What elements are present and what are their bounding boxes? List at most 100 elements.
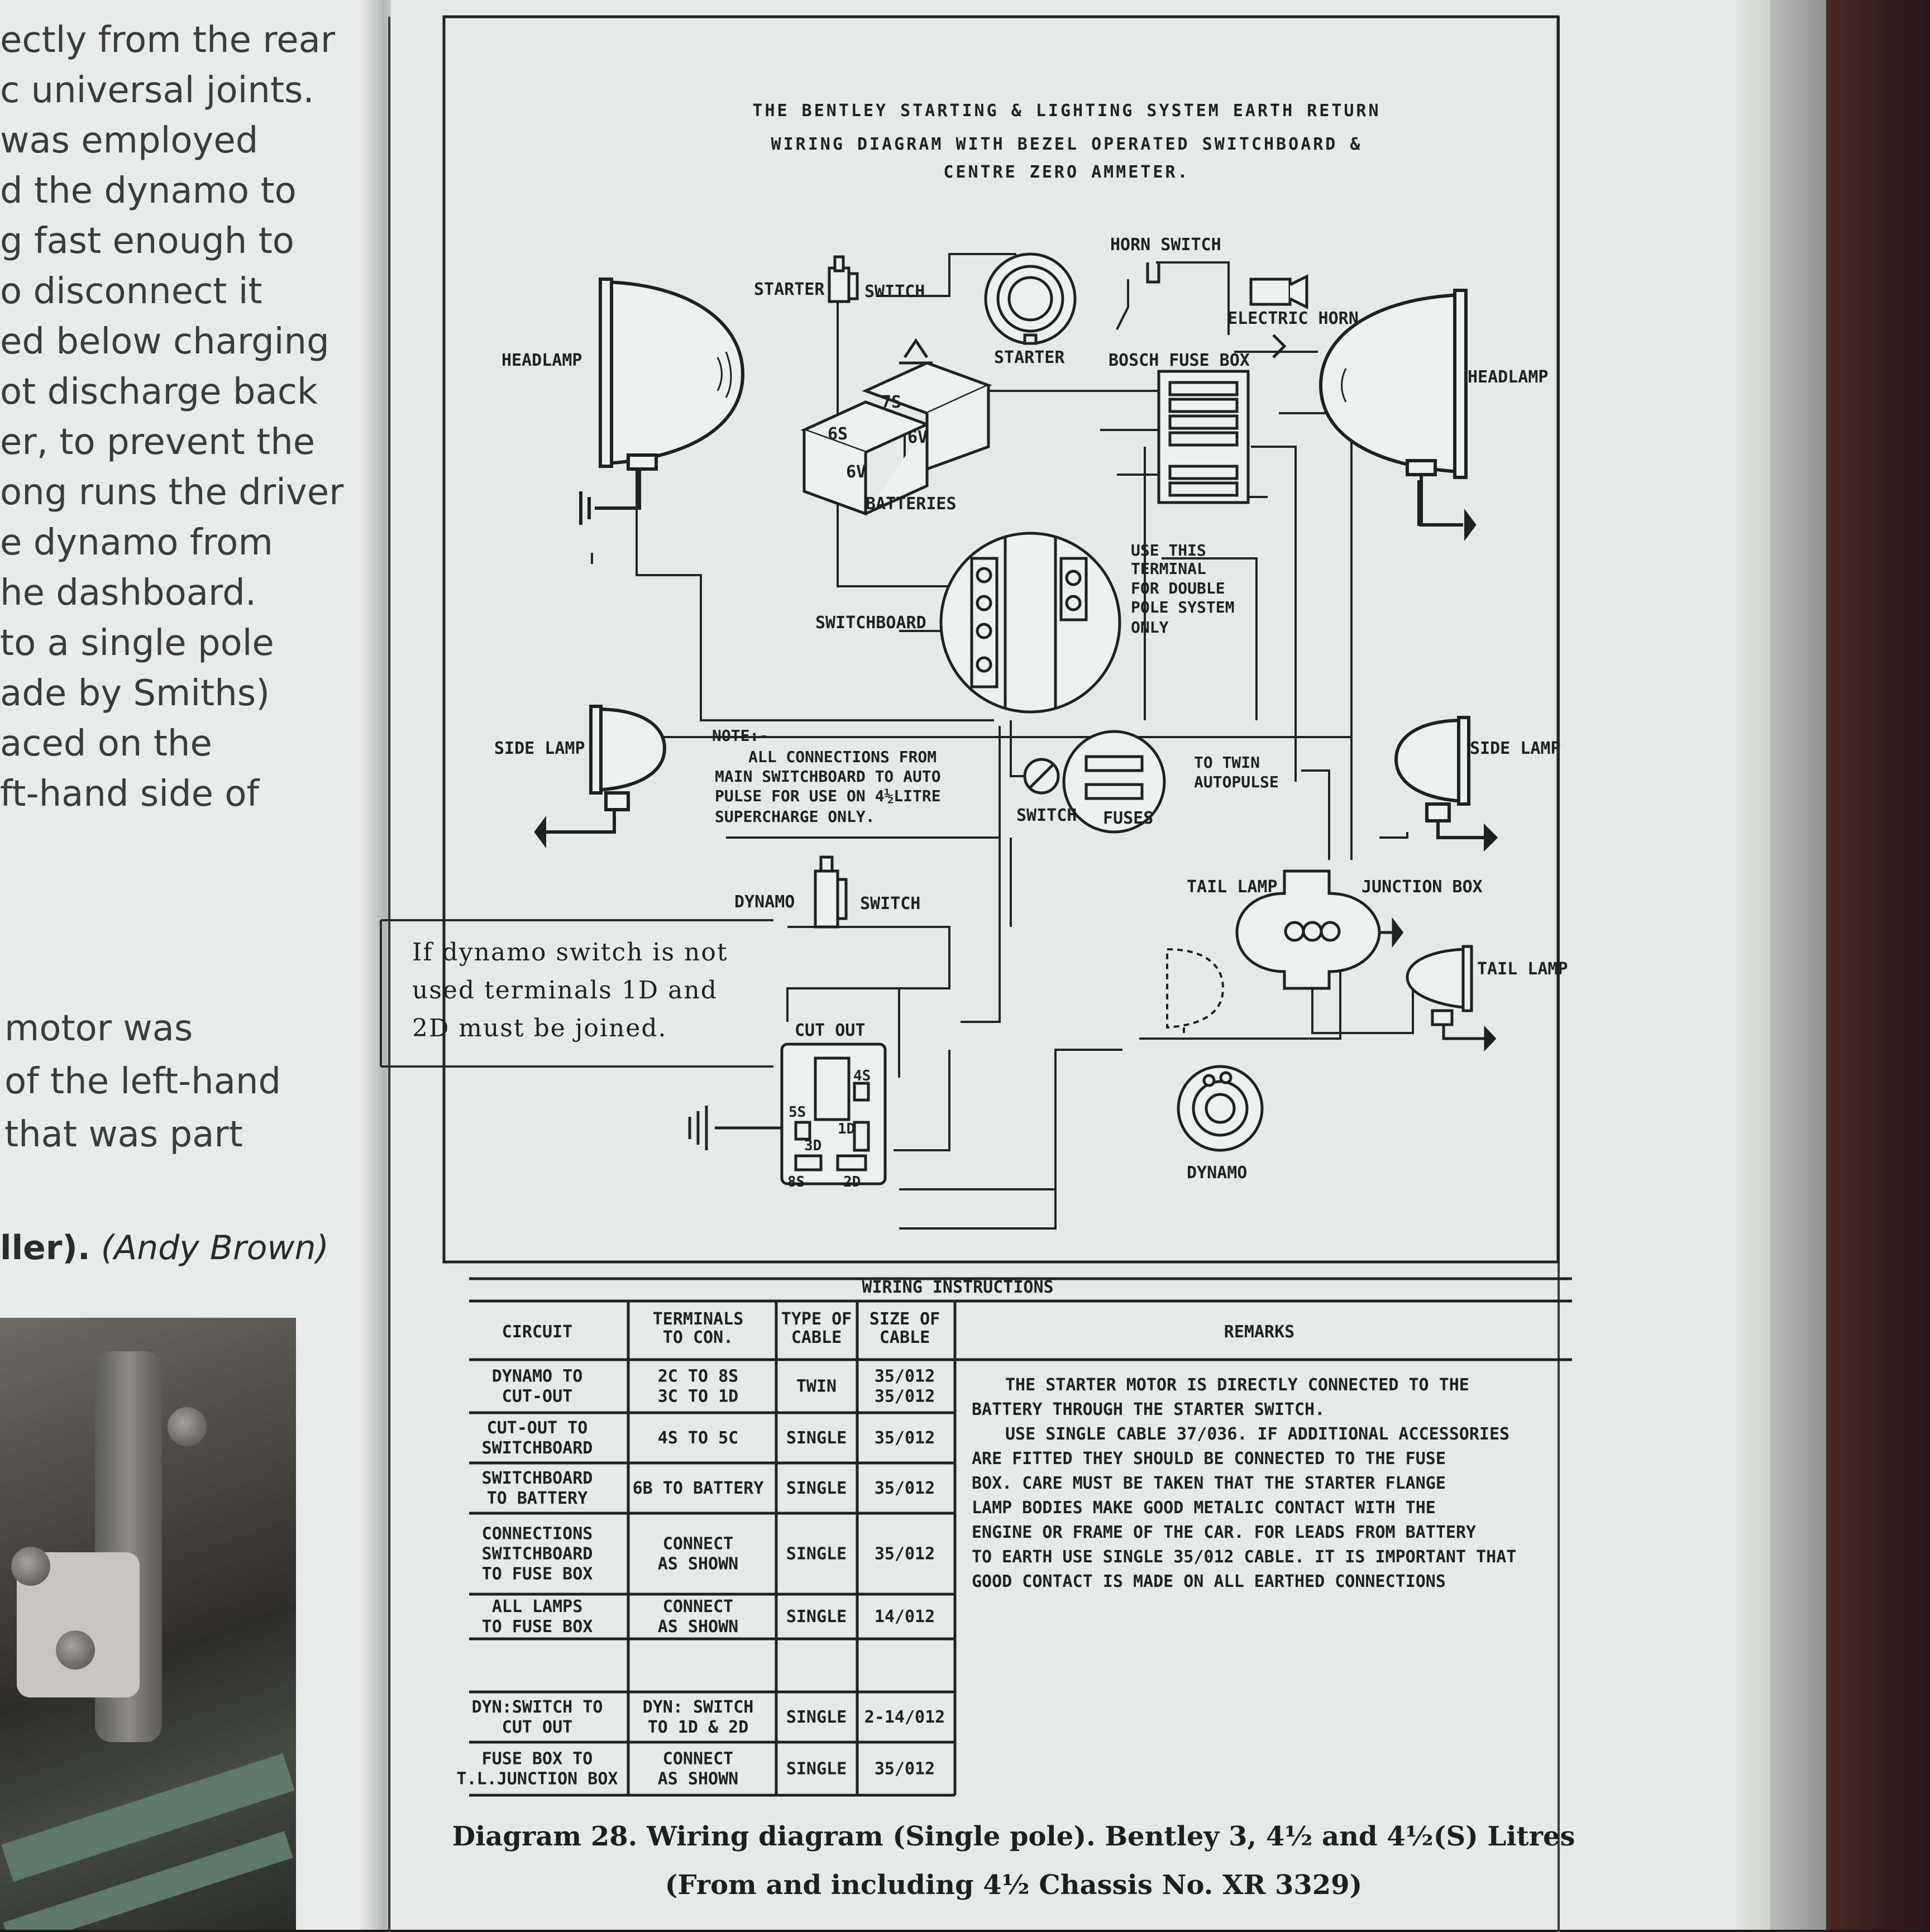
table-cell-terminals: TO 1D & 2D <box>648 1718 749 1737</box>
table-cell-circuit: T.L.JUNCTION BOX <box>457 1770 618 1789</box>
label-headlamp-right: HEADLAMP <box>1468 367 1549 387</box>
table-cell-circuit: DYNAMO TO <box>492 1367 583 1386</box>
wire <box>899 1189 1057 1230</box>
table-cell-terminals: DYN: SWITCH <box>643 1697 754 1717</box>
twin-autopulse-1: TO TWIN <box>1194 753 1260 772</box>
label-switch-top: SWITCH <box>864 282 925 302</box>
header-type-2: CABLE <box>791 1328 842 1347</box>
label-tail-lamp: TAIL LAMP <box>1187 877 1278 897</box>
label-horn-switch: HORN SWITCH <box>1110 235 1221 255</box>
table-cell-size: 14/012 <box>875 1607 935 1627</box>
table-cell-circuit: SWITCHBOARD <box>482 1438 593 1458</box>
label-battery-6v-b: 6V <box>846 462 866 482</box>
diagram-caption: Diagram 28. Wiring diagram (Single pole)… <box>452 1821 1575 1901</box>
electric-horn <box>1146 262 1308 358</box>
wire <box>1010 720 1028 777</box>
wire <box>1379 832 1408 839</box>
wire <box>1301 769 1330 860</box>
cut-out <box>688 1042 887 1185</box>
header-terminals-1: TERMINALS <box>653 1309 744 1329</box>
wire <box>1156 261 1230 335</box>
table-cell-type: SINGLE <box>786 1544 847 1564</box>
table-cell-size: 35/012 <box>875 1479 935 1498</box>
photo-bolt <box>56 1630 95 1670</box>
headlamp-left <box>579 278 745 525</box>
table-cell-terminals: CONNECT <box>663 1534 733 1554</box>
autopulse-note-2: ALL CONNECTIONS FROM <box>748 748 937 766</box>
tail-lamp-right <box>1406 945 1497 1052</box>
table-headers: CIRCUIT TERMINALS TO CON. TYPE OF CABLE … <box>502 1309 1294 1347</box>
terminal-8s: 8S <box>787 1174 805 1190</box>
wire <box>636 447 994 721</box>
table-cell-circuit: CUT-OUT TO <box>487 1418 588 1438</box>
header-type-1: TYPE OF <box>781 1309 852 1329</box>
caption-line-1: Diagram 28. Wiring diagram (Single pole)… <box>452 1821 1575 1852</box>
remarks-line: LAMP BODIES MAKE GOOD METALIC CONTACT WI… <box>972 1498 1436 1518</box>
body-text-line: of the left-hand <box>4 1061 281 1102</box>
table-cell-circuit: SWITCHBOARD <box>482 1544 593 1564</box>
wire <box>786 926 950 1022</box>
terminal-3d: 3D <box>804 1137 821 1154</box>
terminal-2d: 2D <box>843 1174 861 1190</box>
body-text-line: ade by Smiths) <box>0 673 270 714</box>
table-cell-terminals: CONNECT <box>663 1749 733 1769</box>
table-cell-terminals: AS SHOWN <box>658 1617 739 1637</box>
label-battery-7s: 7S <box>881 393 901 412</box>
body-text-line: er, to prevent the <box>0 422 316 463</box>
body-text-line: ed below charging <box>0 321 329 362</box>
table-cell-type: TWIN <box>796 1377 837 1397</box>
bosch-fuse-box <box>1157 370 1250 504</box>
table-cell-terminals: CONNECT <box>663 1597 733 1617</box>
header-size-2: CABLE <box>880 1328 930 1347</box>
wire <box>1116 279 1129 330</box>
body-text-line: was employed <box>0 120 259 161</box>
wiring-instructions-table <box>469 1277 1572 1797</box>
table-cell-circuit: TO BATTERY <box>487 1489 588 1508</box>
terminal-5s: 5S <box>789 1104 806 1121</box>
dynamo-switch-note: If dynamo switch is not used terminals 1… <box>380 919 773 1068</box>
side-lamp-right <box>1394 716 1498 852</box>
dynamo <box>1177 1065 1264 1152</box>
label-starter: STARTER <box>754 280 825 299</box>
double-pole-note-2: TERMINAL <box>1131 559 1206 578</box>
wire <box>1417 480 1463 526</box>
table-cell-size: 35/012 <box>875 1759 935 1779</box>
double-pole-note-4: POLE SYSTEM <box>1131 598 1234 616</box>
double-pole-note-5: ONLY <box>1131 618 1169 637</box>
wire <box>894 1050 950 1151</box>
body-text-line: ft-hand side of <box>0 773 260 815</box>
table-title: WIRING INSTRUCTIONS <box>862 1278 1053 1297</box>
double-pole-note-3: FOR DOUBLE <box>1131 579 1225 597</box>
remarks-line: TO EARTH USE SINGLE 35/012 CABLE. IT IS … <box>972 1547 1516 1567</box>
wire <box>1139 949 1341 1040</box>
headlamp-right <box>1318 289 1477 541</box>
table-cell-circuit: ALL LAMPS <box>492 1597 583 1617</box>
starter-motor <box>984 252 1077 345</box>
page-edge <box>1737 0 1770 1930</box>
table-cell-terminals: 3C TO 1D <box>658 1387 739 1407</box>
table-cell-type: SINGLE <box>786 1479 847 1498</box>
body-text-line: to a single pole <box>0 623 274 664</box>
body-text-line: ectly from the rear <box>0 20 336 61</box>
header-circuit: CIRCUIT <box>502 1322 572 1342</box>
label-junction-box: JUNCTION BOX <box>1361 877 1483 897</box>
dynamo-switch <box>814 855 848 929</box>
table-cell-size: 35/012 <box>875 1544 935 1564</box>
body-text-line: aced on the <box>0 723 212 764</box>
table-cell-size: 35/012 <box>875 1428 935 1448</box>
table-cell-terminals: 2C TO 8S <box>658 1367 739 1386</box>
table-cell-circuit: CONNECTIONS <box>482 1524 593 1544</box>
label-switchboard: SWITCHBOARD <box>815 613 926 633</box>
wire <box>1311 949 1414 1034</box>
table-cell-circuit: FUSE BOX TO <box>482 1749 593 1769</box>
table-cell-circuit: TO FUSE BOX <box>482 1565 593 1584</box>
body-text-line: ong runs the driver <box>0 472 344 513</box>
label-starter-motor: STARTER <box>994 348 1065 367</box>
batteries <box>800 338 992 516</box>
table-cell-circuit: DYN:SWITCH TO <box>472 1697 603 1717</box>
autopulse-note: NOTE:- ALL CONNECTIONS FROM MAIN SWITCHB… <box>712 726 941 826</box>
label-side-lamp-right: SIDE LAMP <box>1470 739 1561 758</box>
wire <box>837 290 966 587</box>
body-text-line: ot discharge back <box>0 371 318 413</box>
